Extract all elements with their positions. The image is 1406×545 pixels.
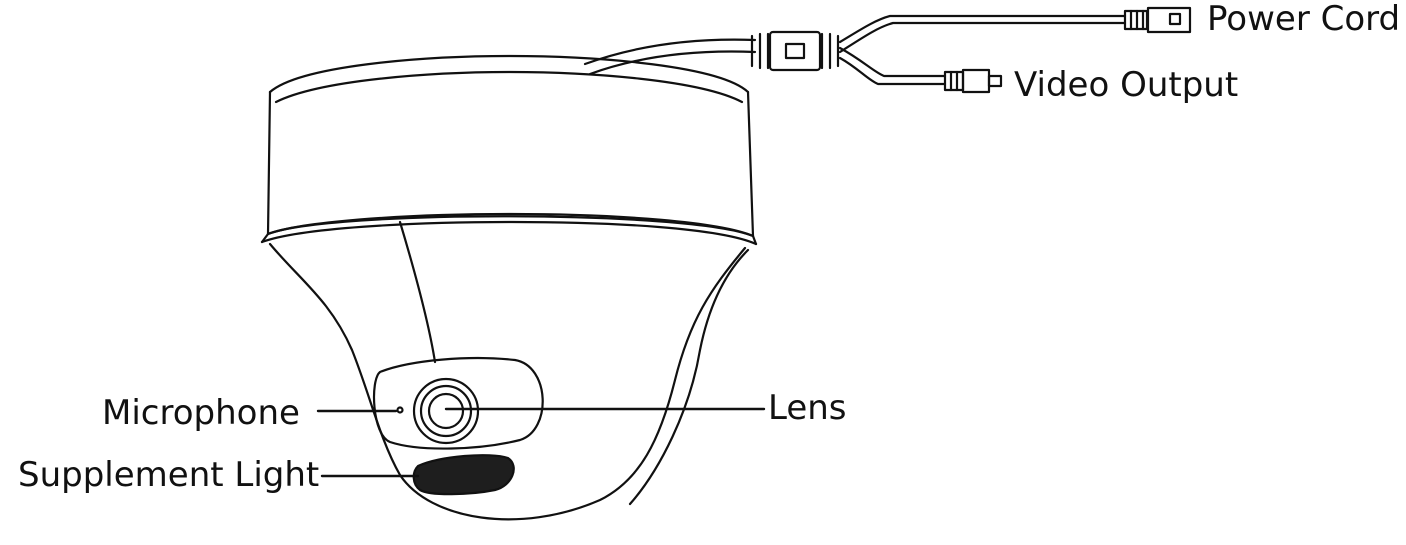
power-cord-cable: [838, 6, 1192, 54]
lens-outer-ring: [412, 377, 480, 445]
camera-body: [268, 220, 750, 521]
cable-splitter: [750, 30, 840, 72]
leader-lines: [316, 407, 766, 478]
video-output-cable: [838, 46, 1003, 94]
supplement-light-window: [412, 454, 515, 496]
microphone-hole: [396, 406, 404, 414]
lens-panel: [372, 356, 544, 450]
microphone-label: Microphone: [102, 393, 300, 433]
lens-label: Lens: [768, 388, 847, 428]
dome-housing: [260, 54, 758, 246]
lens-inner-ring: [419, 384, 473, 438]
lens-glass: [427, 392, 465, 430]
supplement-light-label: Supplement Light: [18, 455, 320, 495]
main-cable: [583, 38, 757, 76]
video-output-label: Video Output: [1014, 65, 1239, 105]
power-cord-label: Power Cord: [1207, 0, 1401, 39]
